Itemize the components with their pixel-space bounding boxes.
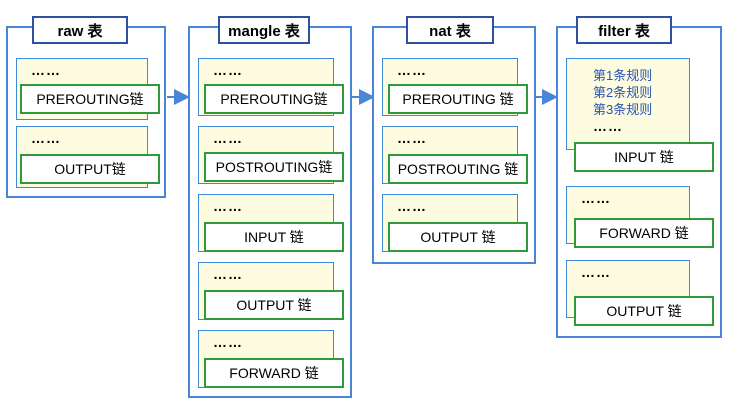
ellipsis: …… [213, 266, 243, 282]
ellipsis: …… [581, 190, 611, 206]
mangle-output-chain: OUTPUT 链 [204, 290, 344, 320]
filter-table: 第1条规则 第2条规则 第3条规则 …… INPUT 链 …… FORWARD … [556, 26, 722, 338]
ellipsis: …… [593, 118, 623, 134]
raw-table: …… PREROUTING链 …… OUTPUT链 [6, 26, 166, 198]
rule-1: 第1条规则 [593, 68, 653, 83]
rule-2: 第2条规则 [593, 85, 653, 100]
ellipsis: …… [31, 130, 61, 146]
ellipsis: …… [213, 334, 243, 350]
nat-table-label: nat 表 [406, 16, 494, 44]
filter-output-chain: OUTPUT 链 [574, 296, 714, 326]
mangle-forward-chain: FORWARD 链 [204, 358, 344, 388]
nat-table: …… PREROUTING 链 …… POSTROUTING 链 …… OUTP… [372, 26, 536, 264]
raw-prerouting-chain: PREROUTING链 [20, 84, 160, 114]
mangle-postrouting-chain: POSTROUTING链 [204, 152, 344, 182]
mangle-table-label: mangle 表 [218, 16, 310, 44]
ellipsis: …… [581, 264, 611, 280]
ellipsis: …… [213, 198, 243, 214]
nat-prerouting-chain: PREROUTING 链 [388, 84, 528, 114]
ellipsis: …… [397, 62, 427, 78]
ellipsis: …… [397, 198, 427, 214]
raw-table-label: raw 表 [32, 16, 128, 44]
ellipsis: …… [213, 62, 243, 78]
mangle-input-chain: INPUT 链 [204, 222, 344, 252]
rule-3: 第3条规则 [593, 102, 653, 117]
mangle-prerouting-chain: PREROUTING链 [204, 84, 344, 114]
ellipsis: …… [213, 130, 243, 146]
raw-output-chain: OUTPUT链 [20, 154, 160, 184]
filter-forward-chain: FORWARD 链 [574, 218, 714, 248]
nat-output-chain: OUTPUT 链 [388, 222, 528, 252]
filter-rules-list: 第1条规则 第2条规则 第3条规则 …… [593, 67, 652, 135]
filter-input-group: 第1条规则 第2条规则 第3条规则 …… [566, 58, 690, 150]
nat-postrouting-chain: POSTROUTING 链 [388, 154, 528, 184]
mangle-table: …… PREROUTING链 …… POSTROUTING链 …… INPUT … [188, 26, 352, 398]
ellipsis: …… [397, 130, 427, 146]
ellipsis: …… [31, 62, 61, 78]
filter-table-label: filter 表 [576, 16, 672, 44]
filter-input-chain: INPUT 链 [574, 142, 714, 172]
